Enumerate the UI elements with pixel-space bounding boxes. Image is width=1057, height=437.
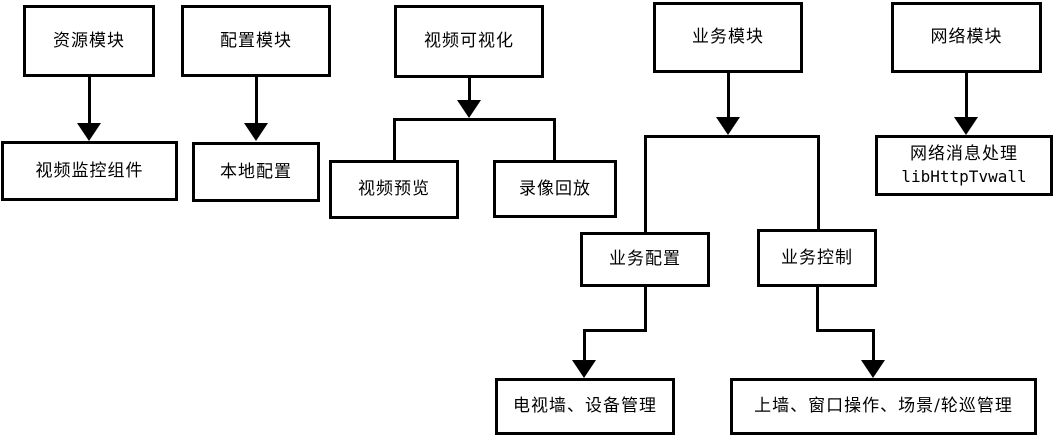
node-local-config-label: 本地配置 — [220, 161, 292, 182]
node-business-config: 业务配置 — [580, 232, 710, 287]
edge-visualization-arrowhead — [457, 100, 481, 118]
node-resource-module: 资源模块 — [23, 5, 155, 77]
node-network-message-processing: 网络消息处理 libHttpTvwall — [875, 135, 1053, 196]
node-onwall-window-scene-tour-label: 上墙、窗口操作、场景/轮巡管理 — [754, 396, 1013, 417]
node-business-config-label: 业务配置 — [609, 249, 681, 270]
node-business-module: 业务模块 — [653, 2, 803, 73]
edge-visualization-split-bar — [393, 118, 556, 121]
node-video-surveillance-component-label: 视频监控组件 — [35, 160, 144, 181]
node-recording-playback: 录像回放 — [493, 160, 617, 218]
edge-business-arrowhead — [716, 117, 740, 135]
edge-businesscontrol-down-line — [816, 287, 819, 332]
node-tvwall-device-management: 电视墙、设备管理 — [495, 378, 675, 435]
node-onwall-window-scene-tour: 上墙、窗口操作、场景/轮巡管理 — [730, 378, 1037, 435]
edge-split-to-video-preview-line — [393, 118, 396, 160]
edge-config-to-local-line — [255, 77, 258, 123]
edge-businessconfig-horizontal-line — [583, 329, 647, 332]
node-network-module-label: 网络模块 — [930, 27, 1003, 48]
network-message-processing-line1: 网络消息处理 — [909, 144, 1018, 165]
edge-businessconfig-down-line — [644, 287, 647, 332]
edge-resource-to-surveillance-arrowhead — [77, 123, 101, 141]
network-message-processing-line2: libHttpTvwall — [901, 167, 1027, 187]
node-business-control: 业务控制 — [757, 229, 877, 287]
edge-businessconfig-to-tvwall-line — [583, 329, 586, 360]
edge-network-to-message-arrowhead — [954, 117, 978, 135]
edge-visualization-stem-line — [468, 78, 471, 100]
node-business-control-label: 业务控制 — [781, 247, 853, 268]
edge-businesscontrol-to-onwall-arrowhead — [861, 360, 885, 378]
node-network-message-processing-label: 网络消息处理 libHttpTvwall — [901, 143, 1026, 188]
edge-businesscontrol-to-onwall-line — [872, 329, 875, 360]
node-local-config: 本地配置 — [192, 142, 320, 202]
edge-business-stem-line — [727, 73, 730, 117]
edge-split-to-business-config-line — [644, 135, 647, 232]
edge-split-to-business-control-line — [817, 135, 820, 229]
node-network-module: 网络模块 — [891, 2, 1042, 73]
node-video-preview: 视频预览 — [329, 160, 459, 219]
node-video-preview-label: 视频预览 — [358, 179, 430, 200]
node-video-visualization-label: 视频可视化 — [424, 31, 514, 52]
edge-businessconfig-to-tvwall-arrowhead — [572, 360, 596, 378]
node-video-surveillance-component: 视频监控组件 — [1, 141, 178, 201]
node-config-module: 配置模块 — [181, 5, 331, 77]
node-video-visualization: 视频可视化 — [394, 5, 544, 78]
edge-resource-to-surveillance-line — [88, 77, 91, 123]
edge-business-split-bar — [644, 135, 820, 138]
edge-businesscontrol-horizontal-line — [816, 329, 875, 332]
edge-config-to-local-arrowhead — [244, 123, 268, 141]
node-recording-playback-label: 录像回放 — [519, 178, 591, 199]
node-business-module-label: 业务模块 — [692, 27, 764, 48]
node-resource-module-label: 资源模块 — [53, 30, 125, 51]
node-tvwall-device-management-label: 电视墙、设备管理 — [513, 396, 657, 417]
edge-network-to-message-line — [965, 73, 968, 117]
node-config-module-label: 配置模块 — [220, 30, 292, 51]
edge-split-to-recording-playback-line — [553, 118, 556, 160]
